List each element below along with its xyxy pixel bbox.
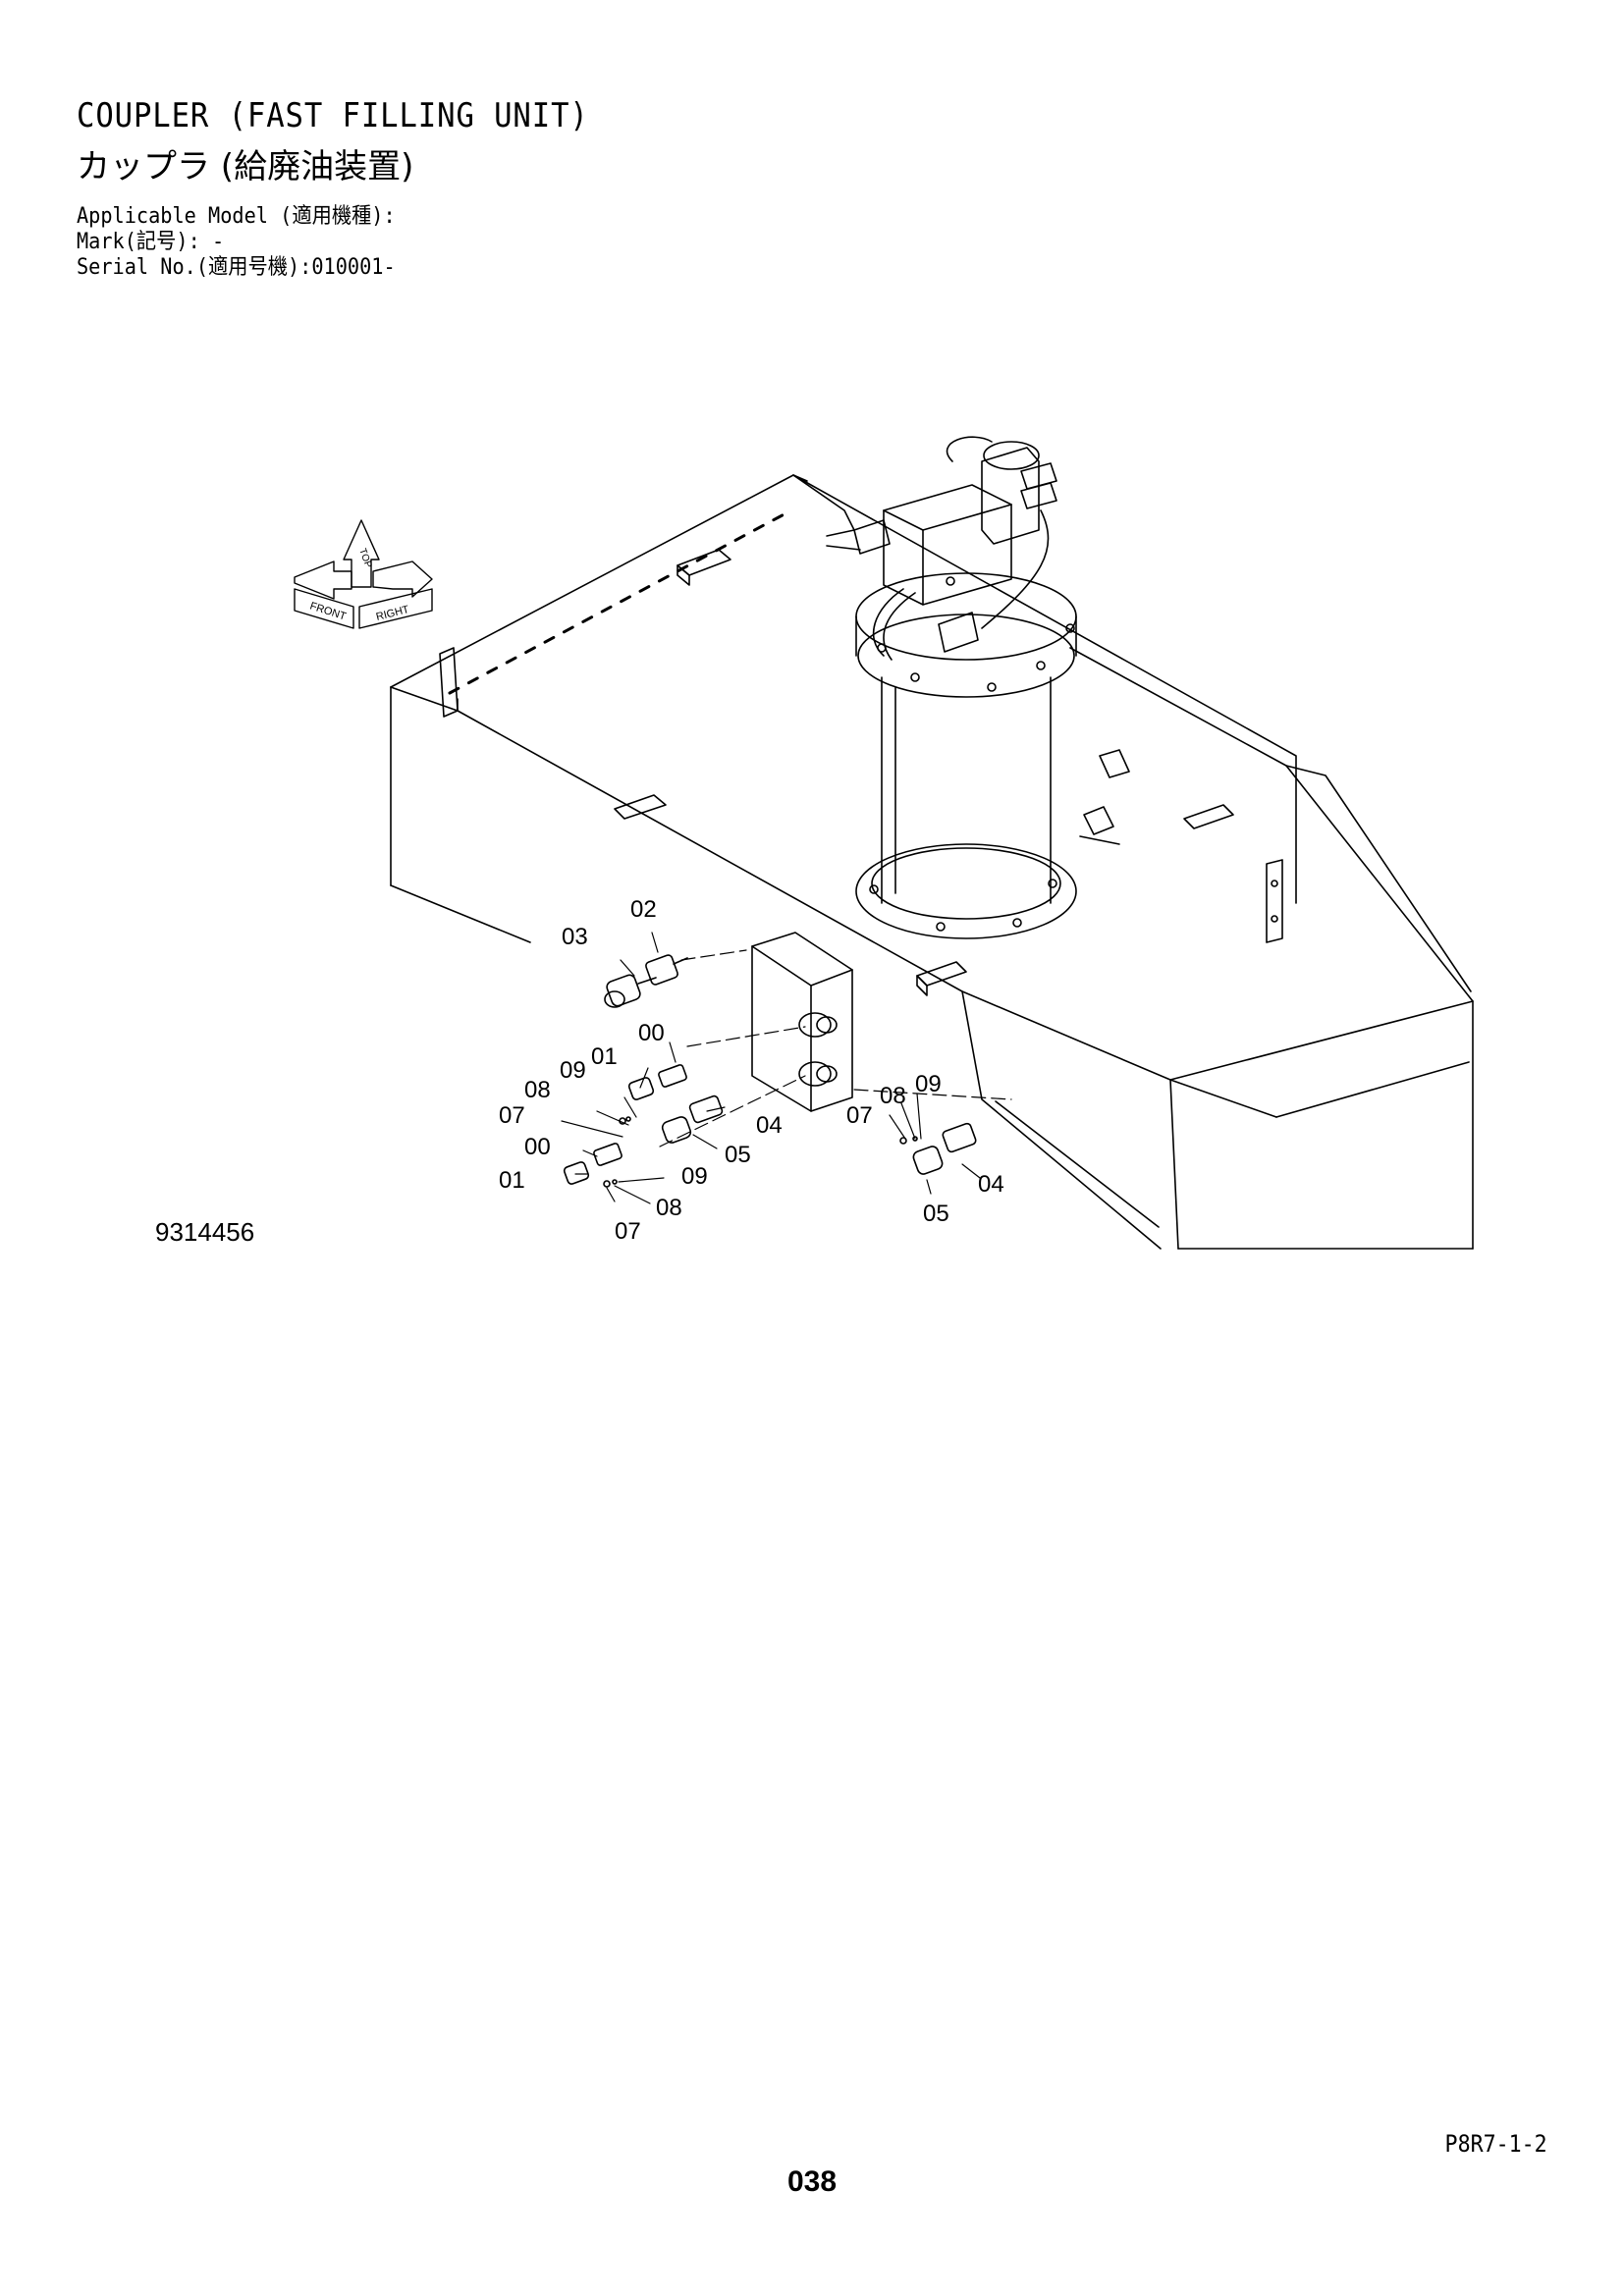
callout-07: 07 <box>846 1102 873 1129</box>
callout-08: 08 <box>880 1083 906 1109</box>
fitting-02-adapter <box>645 954 688 986</box>
callout-05: 05 <box>725 1142 751 1168</box>
callout-07: 07 <box>615 1218 641 1245</box>
hydraulic-tank <box>390 474 1474 1250</box>
top-label: TOP <box>356 547 373 569</box>
callout-01: 01 <box>499 1167 525 1194</box>
fitting-03-elbow <box>604 974 657 1008</box>
page-number: 038 <box>786 2165 838 2198</box>
leader-lines <box>561 932 1012 1204</box>
drain-port <box>1079 749 1130 845</box>
coupler-set-upper <box>619 1064 724 1144</box>
coupler-set-right <box>899 1122 977 1175</box>
page-title: COUPLER (FAST FILLING UNIT) <box>77 96 589 135</box>
callout-08: 08 <box>656 1195 682 1221</box>
callout-05: 05 <box>923 1201 949 1227</box>
page-title-japanese: カップラ (給廃油装置) <box>77 147 414 187</box>
section-code: P8R7-1-2 <box>1444 2130 1547 2158</box>
applicable-model-line: Applicable Model (適用機種): <box>77 204 396 229</box>
callout-07: 07 <box>499 1102 525 1129</box>
callout-04: 04 <box>756 1112 783 1139</box>
coupler-bracket <box>751 932 853 1112</box>
callout-02: 02 <box>630 896 657 923</box>
callout-09: 09 <box>560 1057 586 1084</box>
filter-canister <box>855 572 1077 939</box>
mark-line: Mark(記号): - <box>77 230 225 254</box>
callout-09: 09 <box>915 1071 942 1097</box>
callout-00: 00 <box>524 1134 551 1160</box>
callout-08: 08 <box>524 1077 551 1103</box>
exploded-view-drawing: FRONT TOP RIGHT <box>294 436 1474 1250</box>
callout-01: 01 <box>591 1043 618 1070</box>
figure-number: 9314456 <box>155 1217 255 1247</box>
valve-assembly <box>792 436 1057 661</box>
serial-number-line: Serial No.(適用号機):010001- <box>77 255 396 280</box>
callout-04: 04 <box>978 1171 1004 1198</box>
orientation-icon: FRONT TOP RIGHT <box>294 519 433 629</box>
callout-09: 09 <box>681 1163 708 1190</box>
coupler-set-lower <box>563 1143 623 1188</box>
callout-00: 00 <box>638 1020 665 1046</box>
callout-03: 03 <box>562 924 588 950</box>
